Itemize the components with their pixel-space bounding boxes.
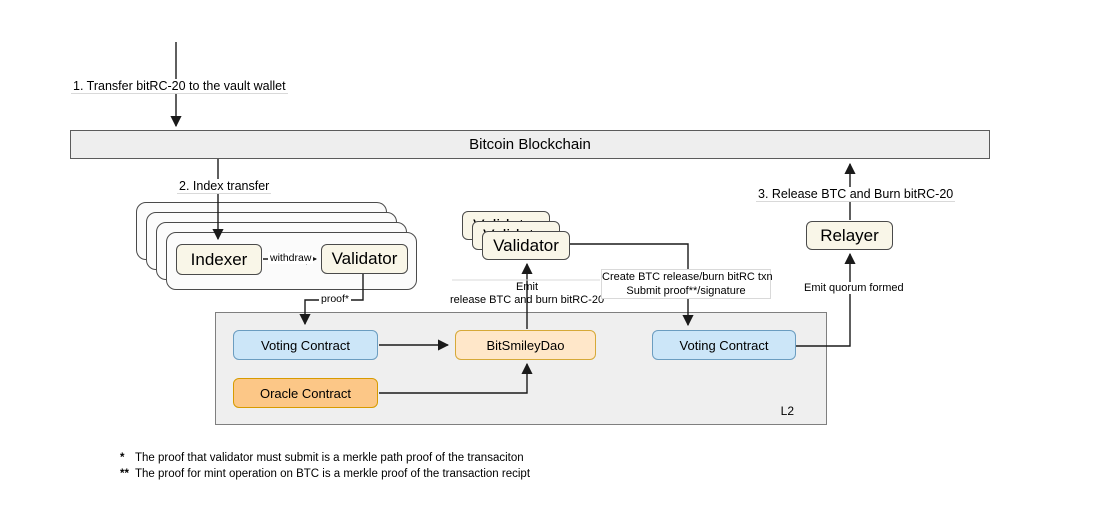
emit-quorum-edge-label: Emit quorum formed: [802, 282, 906, 294]
step1-label: 1. Transfer bitRC-20 to the vault wallet: [71, 79, 288, 93]
emit-release-line2: release BTC and burn bitRC-20: [450, 294, 605, 306]
bitsmileydao-node: BitSmileyDao: [455, 330, 596, 360]
footnote-2-marker: **: [120, 468, 129, 480]
withdraw-edge-label: withdraw: [268, 252, 314, 264]
voting-contract-right-label: Voting Contract: [679, 337, 769, 353]
oracle-contract-node: Oracle Contract: [233, 378, 378, 408]
create-txn-line2: Submit proof**/signature: [626, 285, 746, 297]
proof-edge-label: proof*: [319, 293, 352, 305]
voting-contract-left-label: Voting Contract: [261, 337, 350, 353]
relayer-label: Relayer: [820, 225, 879, 245]
validator-stack-front-label: Validator: [493, 235, 559, 255]
voting-contract-right-node: Voting Contract: [652, 330, 796, 360]
footnote-1: * The proof that validator must submit i…: [120, 450, 530, 466]
l2-container: L2: [215, 312, 827, 425]
bitsmileydao-label: BitSmileyDao: [486, 337, 565, 353]
validator-stack-front: Validator: [482, 231, 570, 260]
indexer-node: Indexer: [176, 244, 262, 275]
relayer-node: Relayer: [806, 221, 893, 250]
bitcoin-blockchain-bar: Bitcoin Blockchain: [70, 130, 990, 159]
footnote-2: ** The proof for mint operation on BTC i…: [120, 466, 530, 482]
voting-contract-left-node: Voting Contract: [233, 330, 378, 360]
step3-label: 3. Release BTC and Burn bitRC-20: [756, 187, 956, 201]
footnote-2-text: The proof for mint operation on BTC is a…: [135, 468, 531, 480]
validator-left-label: Validator: [331, 249, 398, 268]
step2-label: 2. Index transfer: [177, 179, 272, 193]
l2-label: L2: [780, 404, 794, 418]
indexer-label: Indexer: [190, 249, 248, 269]
create-txn-edge-label: Create BTC release/burn bitRC txn Submit…: [601, 269, 773, 299]
validator-node-left: Validator: [321, 244, 408, 274]
oracle-contract-label: Oracle Contract: [259, 385, 352, 401]
footnotes: * The proof that validator must submit i…: [120, 450, 530, 482]
footnote-1-text: The proof that validator must submit is …: [135, 452, 524, 464]
create-txn-line1: Create BTC release/burn bitRC txn: [602, 271, 773, 283]
emit-release-edge-label: Emit release BTC and burn bitRC-20: [450, 281, 604, 307]
emit-release-line1: Emit: [516, 281, 538, 293]
footnote-1-marker: *: [120, 452, 125, 464]
bitcoin-blockchain-label: Bitcoin Blockchain: [469, 136, 591, 153]
